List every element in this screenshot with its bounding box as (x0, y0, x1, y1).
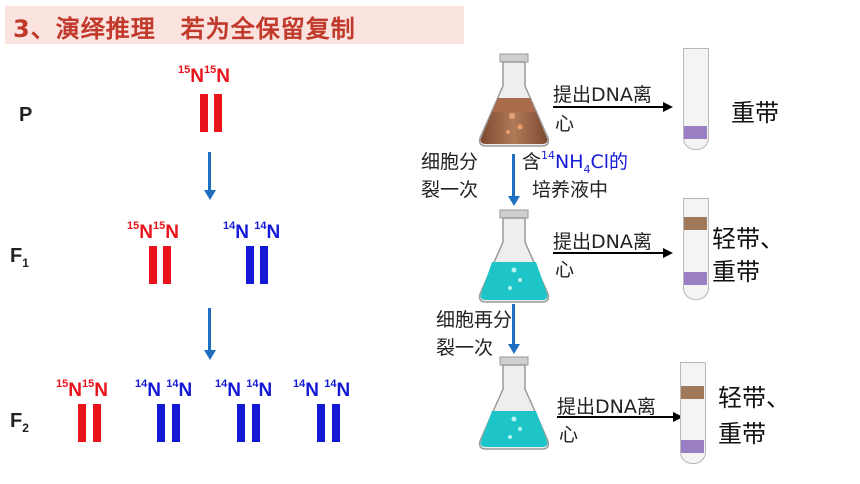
extract-arrow-1 (553, 106, 665, 108)
arrow-f1-to-f2 (208, 308, 211, 352)
result-label-3a: 轻带、 (718, 384, 790, 412)
dna-label-14n14n: 14N 14N (215, 378, 273, 401)
extract-label-2: 提出DNA离 (553, 231, 652, 253)
dna-label-14n14n: 14N 14N (135, 378, 193, 401)
again-2: 裂一次 (436, 337, 494, 359)
dna-strand (200, 94, 208, 132)
dna-strand (237, 404, 245, 442)
dna-strand (317, 404, 325, 442)
title-bar (5, 6, 464, 44)
dna-label-15n15n: 15N15N (127, 220, 179, 243)
flask-brown (478, 53, 550, 147)
arrow-head (673, 412, 683, 422)
dna-strand (78, 404, 86, 442)
extract-label-1b: 心 (555, 113, 575, 135)
arrow-head (508, 344, 520, 354)
arrow-head (663, 248, 673, 258)
result-label-2b: 重带 (712, 258, 760, 286)
heavy-band (681, 440, 704, 453)
light-band (681, 386, 704, 399)
heavy-band (684, 126, 707, 139)
dna-strand (332, 404, 340, 442)
culture-left-2: 裂一次 (421, 179, 479, 201)
extract-label-2b: 心 (555, 259, 575, 281)
extract-label-3: 提出DNA离 (557, 396, 656, 418)
extract-label-3b: 心 (559, 424, 579, 446)
result-label-2a: 轻带、 (712, 225, 784, 253)
dna-strand (260, 246, 268, 284)
flask-cyan (478, 209, 550, 303)
arrow-p-to-f1 (208, 152, 211, 192)
heavy-band (684, 272, 707, 285)
dna-strand (246, 246, 254, 284)
dna-strand (157, 404, 165, 442)
slide-title: 3、演绎推理 若为全保留复制 (13, 15, 356, 43)
dna-label-15n15n: 15N15N (56, 378, 108, 401)
culture-left-1: 细胞分 (421, 151, 479, 173)
dna-strand (252, 404, 260, 442)
culture-right-2: 培养液中 (532, 179, 609, 201)
dna-strand (172, 404, 180, 442)
dna-strand (163, 246, 171, 284)
result-label-3b: 重带 (718, 420, 766, 448)
generation-label-p: P (19, 104, 33, 126)
extract-arrow-3 (557, 416, 675, 418)
culture-right-1: 含14NH4Cl的 (522, 149, 629, 176)
dna-strand (214, 94, 222, 132)
dna-label-15n15n: 15N15N (178, 64, 230, 87)
result-label-1: 重带 (731, 99, 779, 127)
dna-label-14n14n: 14N 14N (223, 220, 281, 243)
arrow-flask2-to-flask3 (512, 304, 515, 346)
arrow-head (508, 196, 520, 206)
generation-label-f2: F2 (10, 410, 29, 435)
arrow-head (663, 102, 673, 112)
extract-arrow-2 (553, 252, 665, 254)
arrow-head (204, 350, 216, 360)
dna-label-14n14n: 14N 14N (293, 378, 351, 401)
extract-label-1: 提出DNA离 (553, 84, 652, 106)
again-1: 细胞再分 (436, 309, 513, 331)
arrow-flask1-to-flask2 (512, 154, 515, 198)
dna-strand (149, 246, 157, 284)
arrow-head (204, 190, 216, 200)
dna-strand (93, 404, 101, 442)
flask-cyan (478, 356, 550, 450)
light-band (684, 217, 707, 230)
generation-label-f1: F1 (10, 245, 29, 270)
